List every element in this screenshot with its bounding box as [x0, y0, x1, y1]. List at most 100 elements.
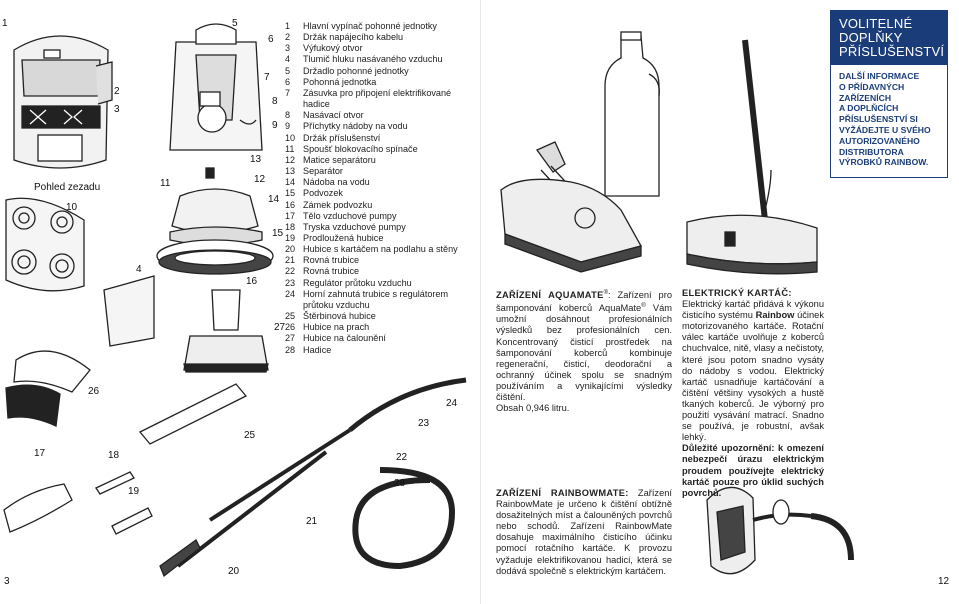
part-name: Separátor [303, 166, 343, 177]
part-number: 17 [285, 210, 296, 221]
air-pump-illustration [3, 471, 153, 535]
part-name: Prodloužená hubice [303, 232, 384, 243]
part-number: 14 [285, 177, 296, 188]
callout-26: 26 [88, 386, 100, 397]
part-name: Štěrbinová hubice [303, 311, 376, 322]
rainbowmate-text: Zařízení RainbowMate je určeno k čištění… [496, 488, 672, 576]
sidebar-body: DALŠÍ INFORMACE O PŘÍDAVNÝCH ZAŘÍZENÍCH … [831, 65, 947, 174]
part-number: 12 [285, 154, 296, 165]
aquamate-section: ZAŘÍZENÍ AQUAMATE®: Zařízení pro šampono… [496, 288, 672, 414]
part-number: 19 [285, 232, 296, 243]
part-name: Rovná trubice [303, 255, 360, 266]
callout-23: 23 [418, 418, 430, 429]
callout-7: 7 [264, 72, 270, 83]
part-number: 28 [285, 344, 296, 355]
electric-brush-text: účinek motorizovaného kartáče. Rotační v… [682, 310, 824, 443]
aquamate-text: Vám umožní dosáhnout profesionálních výs… [496, 303, 672, 403]
callout-15: 15 [272, 228, 284, 239]
part-number: 3 [285, 43, 291, 54]
part-name: Podvozek [303, 188, 343, 199]
part-number: 15 [285, 188, 296, 199]
brand-name: Rainbow [755, 310, 795, 321]
optional-accessories-sidebar: VOLITELNÉ DOPLŇKY PŘÍSLUŠENSTVÍ DALŠÍ IN… [830, 10, 948, 178]
part-number: 6 [285, 76, 291, 87]
parts-list-item: 4 Tlumič hluku nasávaného vzduchu [285, 54, 480, 65]
callout-22: 22 [396, 452, 408, 463]
parts-list-item: 16 Zámek podvozku [285, 200, 480, 211]
part-number: 22 [285, 266, 296, 277]
part-name: Tlumič hluku nasávaného vzduchu [303, 54, 443, 65]
part-number: 11 [285, 143, 295, 154]
part-number: 7 [285, 87, 291, 98]
sidebar-body-line: AUTORIZOVANÉHO [839, 135, 920, 146]
upholstery-tool-illustration [183, 289, 269, 373]
parts-list-item: 27 Hubice na čalounění [285, 333, 480, 344]
parts-list-item: 6 Pohonná jednotka [285, 77, 480, 88]
part-name: Regulátor průtoku vzduchu [303, 277, 412, 288]
rainbowmate-paragraph: ZAŘÍZENÍ RAINBOWMATE: Zařízení RainbowMa… [496, 488, 672, 577]
part-number: 2 [285, 32, 291, 43]
callout-12: 12 [254, 174, 266, 185]
aquamate-heading: ZAŘÍZENÍ AQUAMATE [496, 290, 604, 301]
shampoo-bottle-illustration [604, 31, 660, 197]
part-name: Zámek podvozku [303, 199, 373, 210]
electric-brush-warning: Důležité upozornění: k omezení nebezpečí… [682, 443, 824, 498]
electric-brush-illustration [686, 39, 818, 275]
part-name: Hubice na čalounění [303, 333, 386, 344]
power-unit-illustration [169, 23, 263, 179]
part-number: 4 [285, 54, 291, 65]
sidebar-title-line: VOLITELNÉ [839, 16, 913, 31]
part-number: 1 [285, 21, 291, 31]
callout-6: 6 [268, 34, 274, 45]
part-number: 21 [285, 255, 296, 266]
electric-brush-text: Elektrický kartáč přidává k výkonu čisti… [682, 299, 824, 321]
callout-11: 11 [160, 178, 171, 189]
aquamate-intro: : Zařízení pro šamponování koberců AquaM… [496, 290, 672, 314]
rear-view-label: Pohled zezadu [34, 182, 100, 193]
callout-8: 8 [272, 96, 278, 107]
part-number: 20 [285, 244, 296, 255]
part-name: Výfukový otvor [303, 43, 363, 54]
callout-4: 4 [136, 264, 142, 275]
parts-list-item: 9 Příchytky nádoby na vodu [285, 121, 480, 132]
parts-list-item: 3 Výfukový otvor [285, 43, 480, 54]
rainbowmate-heading: ZAŘÍZENÍ RAINBOWMATE: [496, 488, 629, 498]
parts-list-item: 21 Rovná trubice [285, 255, 480, 266]
part-number: 9 [285, 121, 291, 132]
electric-brush-section: ELEKTRICKÝ KARTÁČ: Elektrický kartáč při… [682, 288, 824, 499]
right-page-number: 12 [938, 576, 950, 587]
sidebar-title-line: PŘÍSLUŠENSTVÍ [839, 44, 945, 59]
callout-3: 3 [114, 104, 120, 115]
part-name: Pohonná jednotka [303, 76, 377, 87]
sidebar-body-line: A DOPLŇCÍCH [839, 103, 899, 114]
aquamate-volume: Obsah 0,946 litru. [496, 403, 570, 414]
accessory-illustrations [500, 31, 854, 575]
sidebar-body-line: DISTRIBUTORA [839, 146, 904, 157]
part-number: 23 [285, 277, 296, 288]
callout-14: 14 [268, 194, 280, 205]
callout-24: 24 [446, 398, 458, 409]
part-name: Hubice na prach [303, 322, 370, 333]
rainbowmate-illustration [706, 486, 854, 575]
part-number: 25 [285, 311, 296, 322]
part-name: Matice separátoru [303, 154, 376, 165]
part-name: Příchytky nádoby na vodu [303, 121, 408, 132]
parts-list-item: 23 Regulátor průtoku vzduchu [285, 278, 480, 289]
rainbowmate-section: ZAŘÍZENÍ RAINBOWMATE: Zařízení RainbowMa… [496, 488, 672, 577]
part-number: 27 [285, 333, 296, 344]
callout-18: 18 [108, 450, 120, 461]
part-number: 16 [285, 199, 296, 210]
part-number: 18 [285, 221, 296, 232]
